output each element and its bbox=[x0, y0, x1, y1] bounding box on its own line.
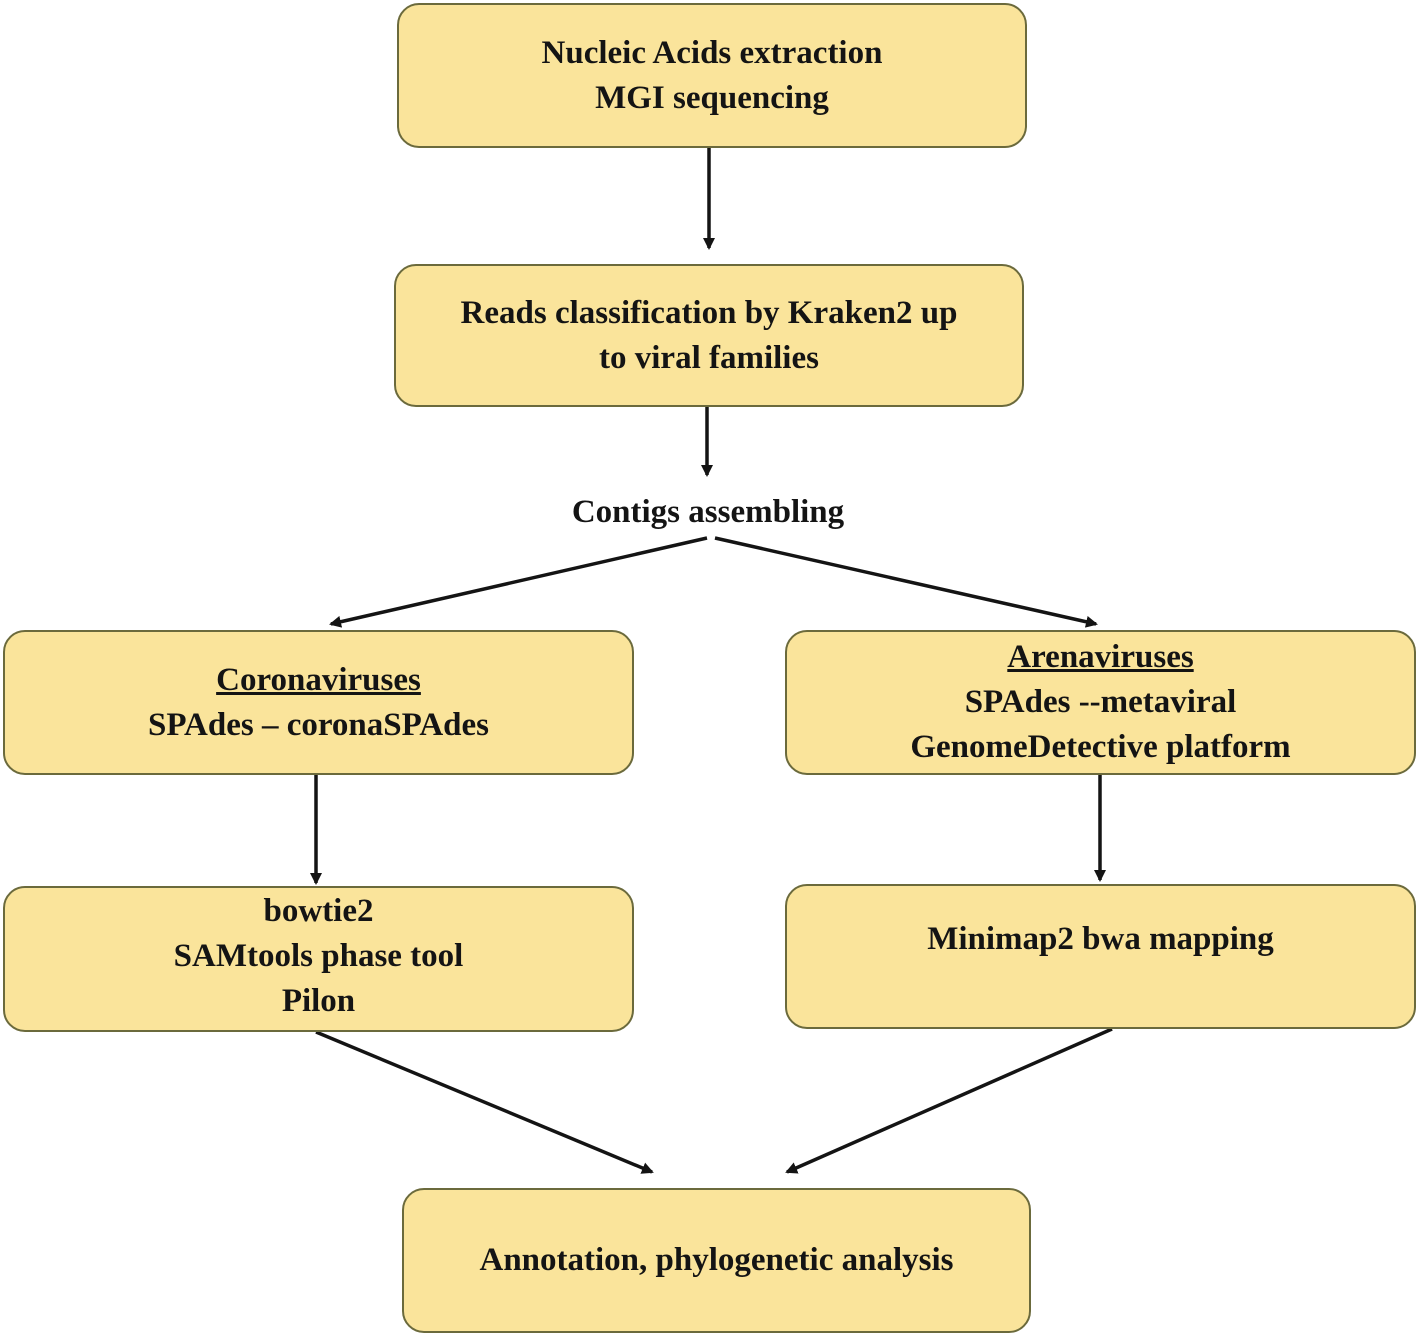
node-arenaviruses: Arenaviruses SPAdes --metaviral GenomeDe… bbox=[785, 630, 1416, 775]
node-arenaviruses-heading: Arenaviruses bbox=[1007, 639, 1194, 675]
node-classification-line-1: Reads classification by Kraken2 up bbox=[460, 294, 958, 331]
node-extraction-line-1: Nucleic Acids extraction bbox=[541, 34, 883, 71]
node-classification-line-2: to viral families bbox=[599, 339, 819, 376]
node-extraction: Nucleic Acids extraction MGI sequencing bbox=[397, 3, 1027, 148]
node-corona-mapping-line-2: SAMtools phase tool bbox=[173, 937, 464, 974]
node-coronaviruses-line-1: SPAdes – coronaSPAdes bbox=[147, 706, 490, 743]
node-corona-mapping: bowtie2 SAMtools phase tool Pilon bbox=[3, 886, 634, 1032]
arrow-arena-mapping-to-annotation bbox=[785, 1027, 1113, 1174]
node-annotation: Annotation, phylogenetic analysis bbox=[402, 1188, 1031, 1333]
node-extraction-line-2: MGI sequencing bbox=[595, 79, 829, 116]
node-coronaviruses: Coronaviruses SPAdes – coronaSPAdes bbox=[3, 630, 634, 775]
node-coronaviruses-heading: Coronaviruses bbox=[216, 661, 421, 698]
arrow-corona-mapping-to-annotation bbox=[315, 1030, 654, 1174]
node-corona-mapping-line-1: bowtie2 bbox=[263, 892, 374, 929]
node-arena-mapping: Minimap2 bwa mapping bbox=[785, 884, 1416, 1029]
node-corona-mapping-line-3: Pilon bbox=[281, 982, 356, 1019]
node-classification: Reads classification by Kraken2 up to vi… bbox=[394, 264, 1024, 407]
node-arenaviruses-line-2: GenomeDetective platform bbox=[910, 729, 1291, 765]
arrow-contigs-to-corona bbox=[329, 536, 708, 628]
contigs-label: Contigs assembling bbox=[571, 494, 845, 530]
node-arenaviruses-line-1: SPAdes --metaviral bbox=[964, 684, 1237, 720]
node-arena-mapping-line-1: Minimap2 bwa mapping bbox=[927, 921, 1274, 957]
arrow-contigs-to-arena bbox=[714, 536, 1098, 628]
node-annotation-line-1: Annotation, phylogenetic analysis bbox=[479, 1242, 954, 1278]
